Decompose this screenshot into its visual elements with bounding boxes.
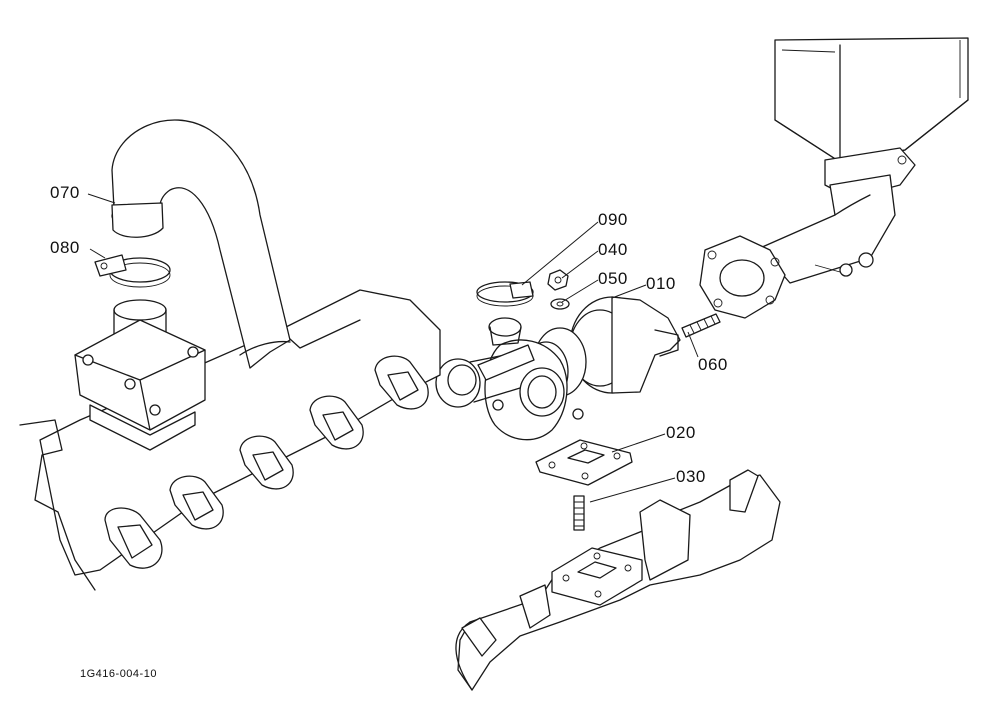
intake-manifold: [19, 289, 441, 591]
flange-gasket: [699, 235, 786, 319]
hose-clamp-090: [476, 281, 534, 307]
callout-090: 090: [598, 210, 628, 229]
hose-clamp-080: [94, 254, 171, 288]
stud-060: [681, 313, 721, 338]
elbow-pipe-070: [111, 119, 291, 369]
muffler: [774, 37, 969, 199]
exhaust-elbow: [759, 174, 896, 284]
callout-060: 060: [698, 355, 728, 374]
stud-030: [573, 495, 585, 531]
washer-050: [550, 298, 570, 310]
leader-lines: [87, 193, 699, 503]
nut-040: [547, 269, 569, 291]
inlet-adapter: [74, 299, 206, 451]
gasket-020: [535, 439, 633, 486]
callout-030: 030: [676, 467, 706, 486]
callout-080: 080: [50, 238, 80, 257]
turbocharger: [435, 296, 681, 441]
exhaust-manifold: [455, 469, 781, 691]
callout-070: 070: [50, 183, 80, 202]
callout-010: 010: [646, 274, 676, 293]
callout-040: 040: [598, 240, 628, 259]
callout-050: 050: [598, 269, 628, 288]
callout-020: 020: [666, 423, 696, 442]
drawing-code: 1G416-004-10: [80, 668, 157, 680]
